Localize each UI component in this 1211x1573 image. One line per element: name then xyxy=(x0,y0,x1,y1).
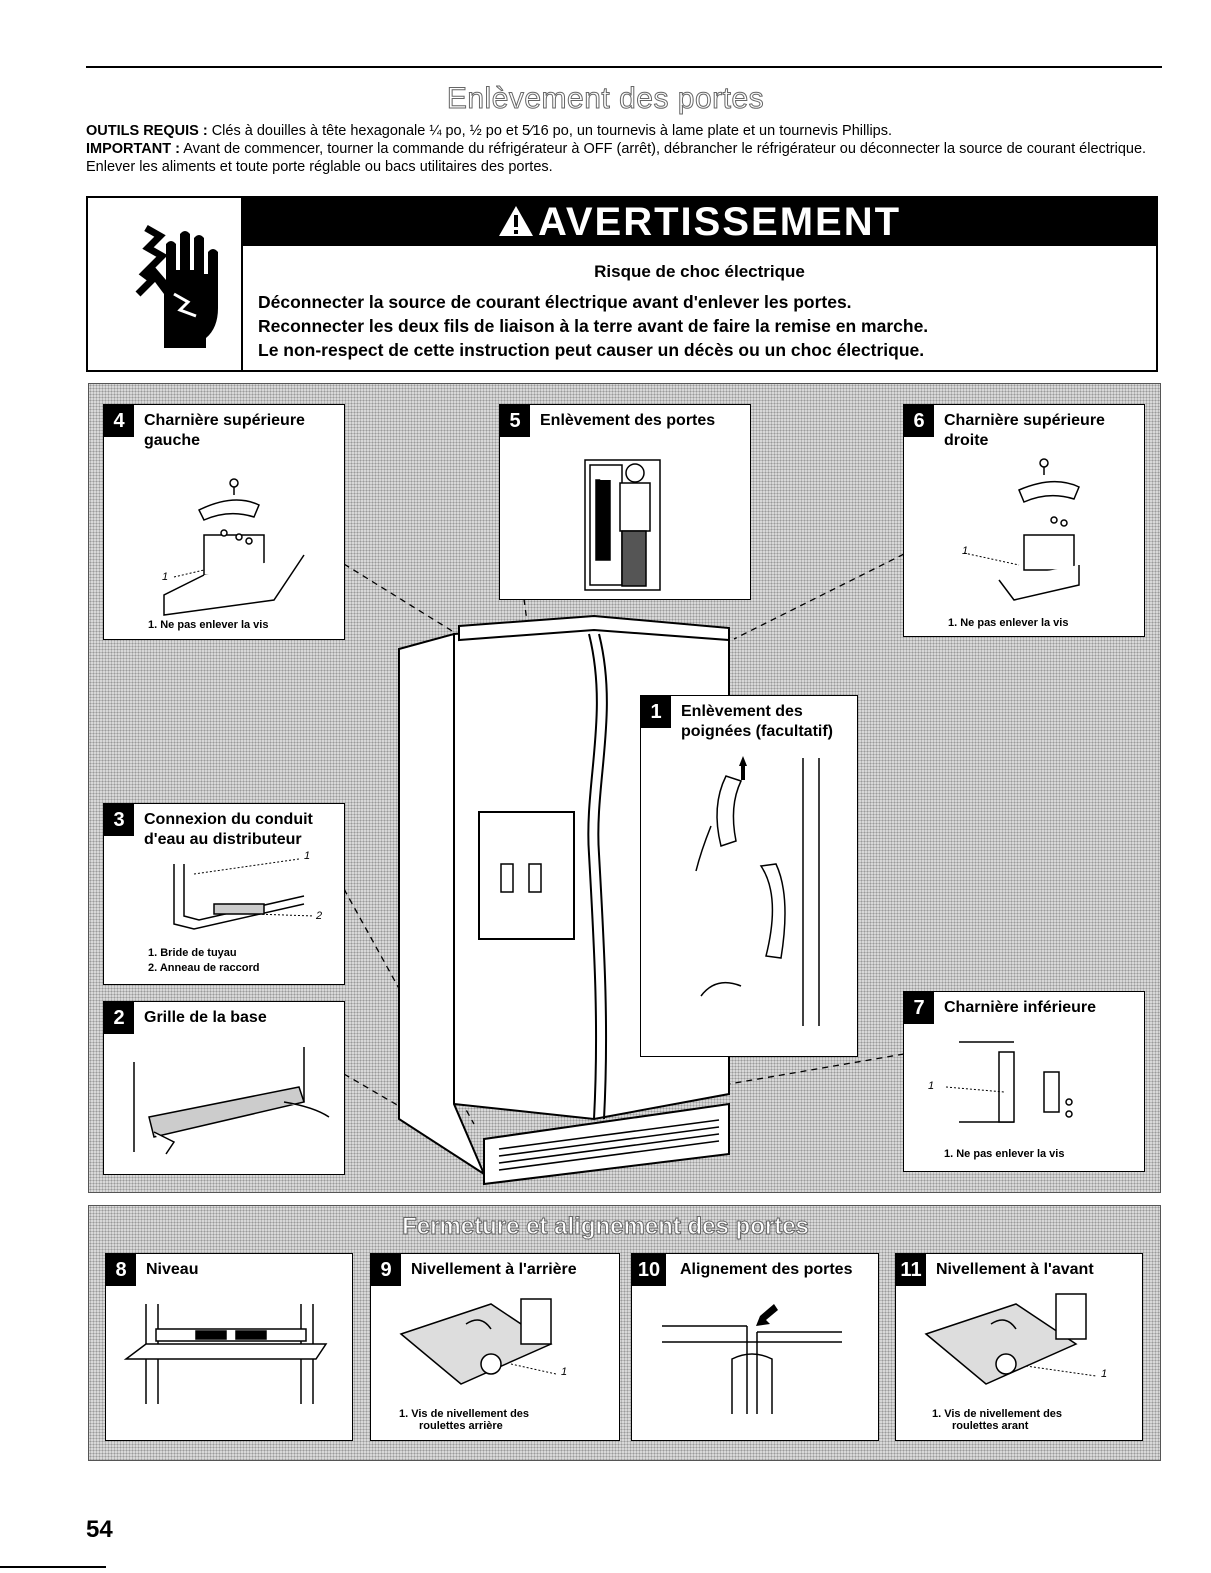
top-hinge-illustration xyxy=(163,478,305,616)
warning-subtitle: Risque de choc électrique xyxy=(594,262,805,281)
step-number: 11 xyxy=(896,1254,926,1286)
callout-number: 1 xyxy=(561,1366,568,1378)
door-removal-diagram: 4 Charnière supérieure gauche 1 1. Ne pas… xyxy=(88,383,1161,1193)
step-title-line: droite xyxy=(944,432,989,449)
step-number: 9 xyxy=(371,1254,401,1286)
step-title-line: Charnière supérieure xyxy=(944,412,1105,429)
top-rule xyxy=(86,66,1162,68)
step-title-line: gauche xyxy=(144,432,201,449)
step-number: 3 xyxy=(104,804,134,836)
step-title: Connexion du conduit d'eau au distributeu… xyxy=(144,810,313,850)
callout-number: 2 xyxy=(316,910,323,922)
callout-number: 1 xyxy=(928,1080,935,1092)
person-lifting-door-illustration xyxy=(584,459,661,591)
step-number: 1 xyxy=(641,696,671,728)
step-4-panel: 4 Charnière supérieure gauche 1 1. Ne pas… xyxy=(103,404,345,640)
step-title: Charnière supérieure droite xyxy=(944,411,1105,451)
step-title-line: poignées (facultatif) xyxy=(681,723,834,740)
tools-text: Clés à douilles à tête hexagonale ¼ po, … xyxy=(211,123,893,139)
step-number: 6 xyxy=(904,405,934,437)
warning-line: Le non-respect de cette instruction peut… xyxy=(258,340,925,360)
step-title: Nivellement à l'arrière xyxy=(411,1261,577,1278)
warning-triangle-icon xyxy=(498,200,534,248)
warning-box: AVERTISSEMENT Risque de choc électrique … xyxy=(86,196,1158,372)
callout-number: 1 xyxy=(162,571,169,583)
step-5-panel: 5 Enlèvement des portes xyxy=(499,404,751,600)
step-title: Grille de la base xyxy=(144,1009,267,1026)
step-number: 7 xyxy=(904,992,934,1024)
page-title: Enlèvement des portes xyxy=(446,82,765,116)
handle-removal-illustration xyxy=(695,756,820,1026)
step-1-panel: 1 Enlèvement des poignées (facultatif) xyxy=(640,695,858,1057)
step-8-panel: 8 Niveau xyxy=(105,1253,353,1441)
tools-label: OUTILS REQUIS : xyxy=(86,123,208,139)
step-title-line: Enlèvement des xyxy=(681,703,803,720)
closing-section-title: Fermeture et alignement des portes xyxy=(402,1213,810,1241)
step-number: 5 xyxy=(500,405,530,437)
step-title: Charnière supérieure gauche xyxy=(144,411,305,451)
step-caption: roulettes arant xyxy=(952,1420,1029,1432)
step-caption: 1. Ne pas enlever la vis xyxy=(948,617,1069,629)
step-caption: 1. Bride de tuyau xyxy=(148,947,237,959)
important-text: Avant de commencer, tourner la commande … xyxy=(86,141,1147,175)
step-title: Nivellement à l'avant xyxy=(936,1261,1094,1278)
step-6-panel: 6 Charnière supérieure droite 1 1. Ne pas… xyxy=(903,404,1145,637)
step-title: Alignement des portes xyxy=(680,1261,853,1278)
step-title: Charnière inférieure xyxy=(944,999,1097,1016)
step-number: 2 xyxy=(104,1002,134,1034)
step-number: 8 xyxy=(106,1254,136,1286)
step-2-panel: 2 Grille de la base xyxy=(103,1001,345,1175)
step-title: Enlèvement des poignées (facultatif) xyxy=(681,702,833,742)
step-caption: 2. Anneau de raccord xyxy=(148,962,260,974)
step-11-panel: 11 Nivellement à l'avant 1 1. Vis de niv… xyxy=(895,1253,1143,1441)
electrical-shock-hand-icon xyxy=(88,198,243,372)
step-title: Niveau xyxy=(146,1261,199,1278)
step-title-line: Charnière supérieure xyxy=(144,412,305,429)
warning-lines: Déconnecter la source de courant électri… xyxy=(258,290,928,362)
step-title-line: Connexion du conduit xyxy=(144,811,313,828)
important-label: IMPORTANT : xyxy=(86,141,180,157)
water-line-connection-illustration xyxy=(173,858,315,930)
bottom-hinge-illustration xyxy=(945,1041,1073,1123)
step-title-line: d'eau au distributeur xyxy=(144,831,302,848)
footer-rule xyxy=(0,1566,106,1568)
callout-number: 1 xyxy=(962,545,969,557)
step-9-panel: 9 Nivellement à l'arrière 1 1. Vis de ni… xyxy=(370,1253,620,1441)
top-hinge-illustration xyxy=(963,458,1080,601)
step-3-panel: 3 Connexion du conduit d'eau au distribut… xyxy=(103,803,345,985)
step-caption: 1. Ne pas enlever la vis xyxy=(944,1148,1065,1160)
warning-line: Déconnecter la source de courant électri… xyxy=(258,292,852,312)
callout-number: 1 xyxy=(1101,1368,1108,1380)
callout-number: 1 xyxy=(304,850,311,862)
intro-text: OUTILS REQUIS : Clés à douilles à tête h… xyxy=(86,122,1166,176)
step-caption: roulettes arrière xyxy=(419,1420,503,1432)
page-number: 54 xyxy=(86,1516,113,1543)
warning-heading: AVERTISSEMENT xyxy=(537,200,902,244)
step-title: Enlèvement des portes xyxy=(540,412,716,429)
step-caption: 1. Ne pas enlever la vis xyxy=(148,619,269,631)
base-grille-illustration xyxy=(133,1047,330,1155)
door-closing-diagram: 8 Niveau 9 Nivellement à l'arrière xyxy=(88,1205,1161,1461)
step-number: 10 xyxy=(632,1254,666,1286)
level-tool-illustration xyxy=(123,1304,328,1404)
step-caption: 1. Vis de nivellement des xyxy=(932,1408,1063,1420)
rear-leveling-illustration xyxy=(399,1298,557,1385)
step-caption: 1. Vis de nivellement des xyxy=(399,1408,530,1420)
step-7-panel: 7 Charnière inférieure 1 1. Ne pas enlev… xyxy=(903,991,1145,1172)
door-alignment-illustration xyxy=(662,1304,842,1414)
step-number: 4 xyxy=(104,405,134,437)
front-leveling-illustration xyxy=(924,1293,1097,1385)
warning-heading-bar: AVERTISSEMENT xyxy=(243,198,1156,246)
warning-line: Reconnecter les deux fils de liaison à l… xyxy=(258,316,929,336)
step-10-panel: 10 Alignement des portes xyxy=(631,1253,879,1441)
